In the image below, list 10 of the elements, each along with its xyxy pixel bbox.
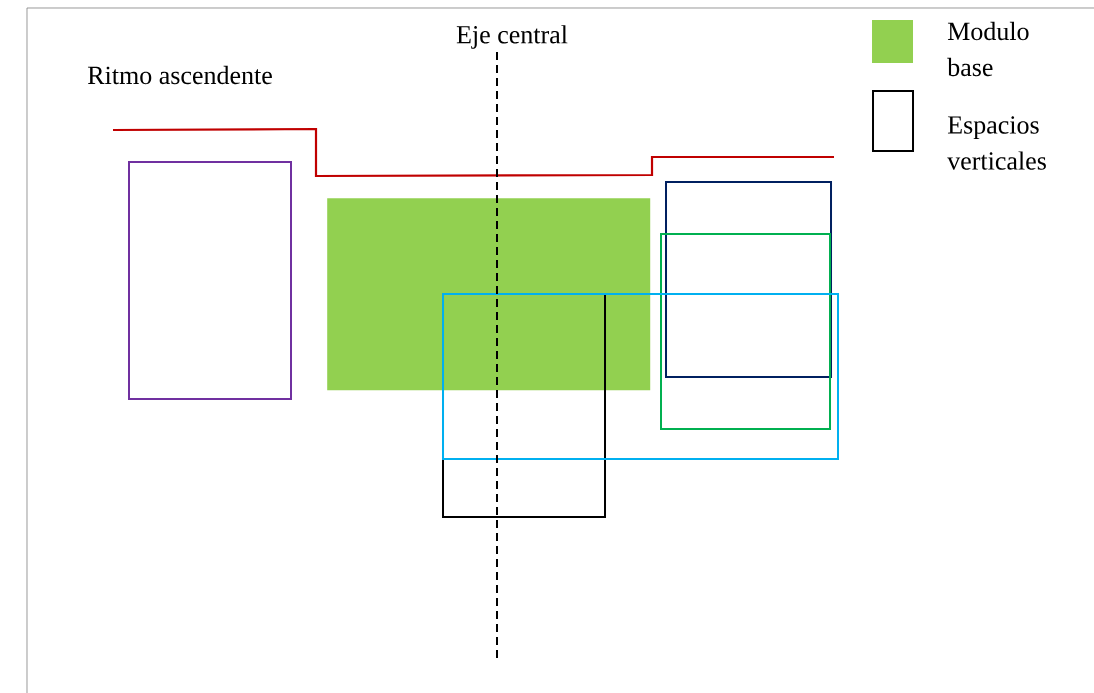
rectangle-outline [442, 293, 606, 518]
rectangle-outline [128, 161, 292, 400]
legend-label: Modulo base [947, 21, 1029, 77]
rectangle-outline [442, 293, 839, 460]
rectangle-outline [665, 181, 832, 378]
label: Eje central [456, 25, 568, 49]
legend-label: Espacios verticales [947, 116, 1046, 170]
filled-rectangle [327, 198, 651, 391]
label: Ritmo ascendente [88, 65, 272, 85]
rectangle-outline [660, 233, 831, 430]
